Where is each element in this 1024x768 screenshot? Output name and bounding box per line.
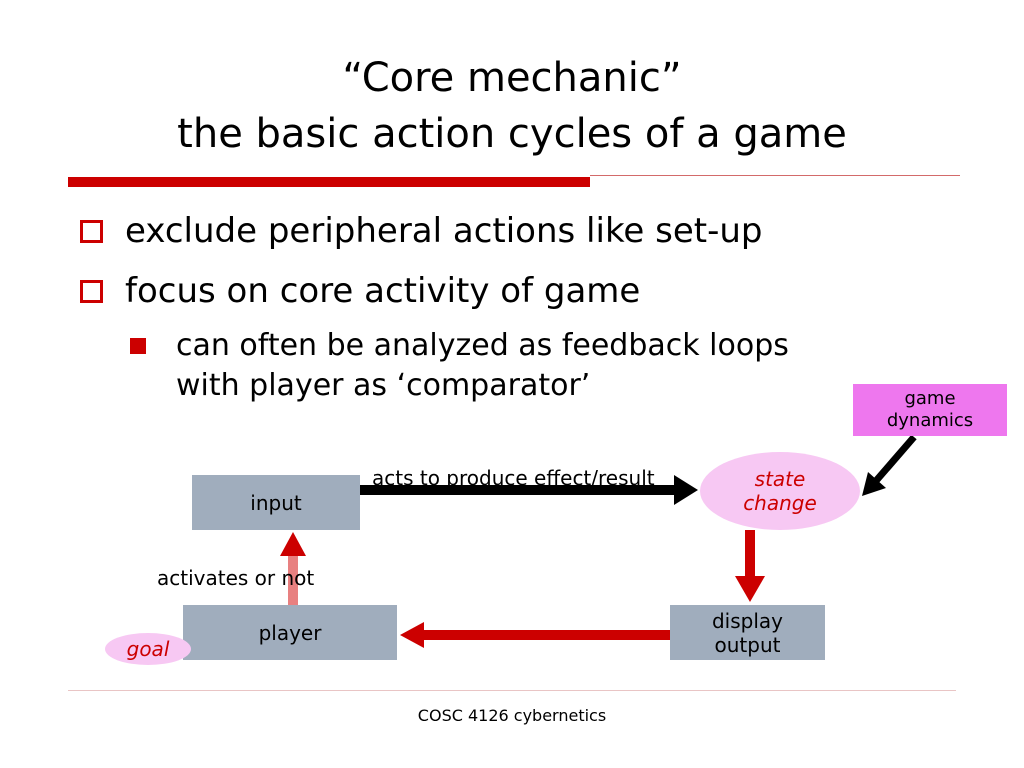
state-change-line-2: change [743,491,817,515]
input-box: input [192,475,360,530]
bullet-text: exclude peripheral actions like set-up [125,211,763,251]
title-underline-thin [590,175,960,176]
sub-bullet-line-1: can often be analyzed as feedback loops [176,328,789,363]
display-output-line-2: output [714,632,781,657]
arrow-dynamics-to-state-change [862,434,917,496]
display-output-line-1: display [711,608,783,633]
game-dynamics-line-2: dynamics [886,410,974,431]
goal-ellipse: goal [105,633,191,665]
title-underline-thick [68,177,590,187]
bullet-item: exclude peripheral actions like set-up [80,210,763,252]
label-activates-or-not: activates or not [157,566,315,590]
goal-label: goal [126,637,170,661]
footer-text: COSC 4126 cybernetics [417,706,607,725]
label-acts-to-produce: acts to produce effect/result [372,466,655,490]
bullet-text: focus on core activity of game [125,271,641,311]
game-dynamics-box: game dynamics [853,384,1007,436]
input-label: input [250,490,302,515]
display-output-box: display output [670,605,825,660]
footer-divider [68,690,956,691]
filled-square-bullet-icon [130,338,146,354]
sub-bullet-text: can often be analyzed as feedback loops … [176,326,789,406]
state-change-line-1: state [754,467,806,491]
arrow-display-to-player [400,622,670,648]
player-box: player [183,605,397,660]
bullet-item: focus on core activity of game [80,270,640,312]
game-dynamics-line-1: game [904,388,956,409]
arrow-input-to-state-change [360,475,698,505]
player-label: player [258,620,322,645]
title-line-2: the basic action cycles of a game [177,111,847,157]
state-change-ellipse: state change [700,452,860,530]
hollow-square-bullet-icon [80,219,103,243]
hollow-square-bullet-icon [80,279,103,303]
title-line-1: “Core mechanic” [342,55,682,101]
slide-title: “Core mechanic” the basic action cycles … [0,50,1024,162]
sub-bullet-line-2: with player as ‘comparator’ [176,368,591,403]
arrow-player-to-input [280,532,306,605]
arrow-state-change-to-display [735,530,765,602]
